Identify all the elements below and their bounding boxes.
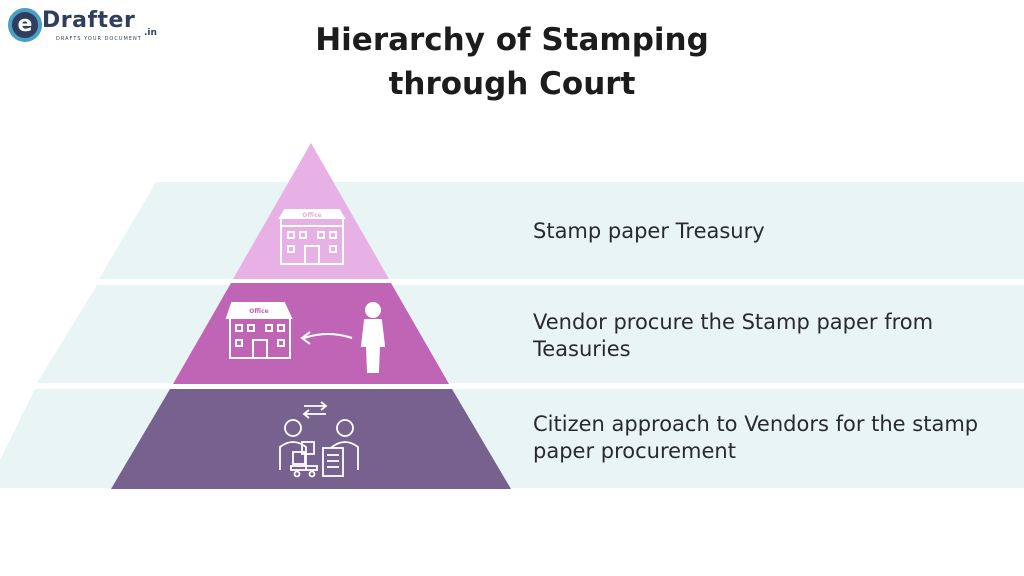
level-3-label: Citizen approach to Vendors for the stam… <box>533 412 979 463</box>
office-sign-1: Office <box>302 212 321 219</box>
page-title: Hierarchy of Stamping through Court <box>212 18 812 106</box>
logo-domain-suffix: .in <box>144 28 157 38</box>
citizen-vendor-exchange-icon <box>279 401 359 478</box>
logo-e-mark: e <box>8 8 42 42</box>
edrafter-logo[interactable]: e Drafter .in DRAFTS YOUR DOCUMENT <box>8 6 168 48</box>
pyramid-level-3 <box>111 389 511 489</box>
level-2-label: Vendor procure the Stamp paper from Teas… <box>533 310 934 361</box>
level-1-label: Stamp paper Treasury <box>533 219 765 243</box>
office-building-icon: Office <box>278 209 346 265</box>
office-sign-2: Office <box>249 308 268 315</box>
title-line-2: through Court <box>388 66 636 102</box>
logo-tagline: DRAFTS YOUR DOCUMENT <box>56 36 142 42</box>
title-line-1: Hierarchy of Stamping <box>315 22 709 58</box>
logo-wordmark: Drafter <box>42 8 136 33</box>
vendor-to-office-icon: Office <box>225 302 386 373</box>
